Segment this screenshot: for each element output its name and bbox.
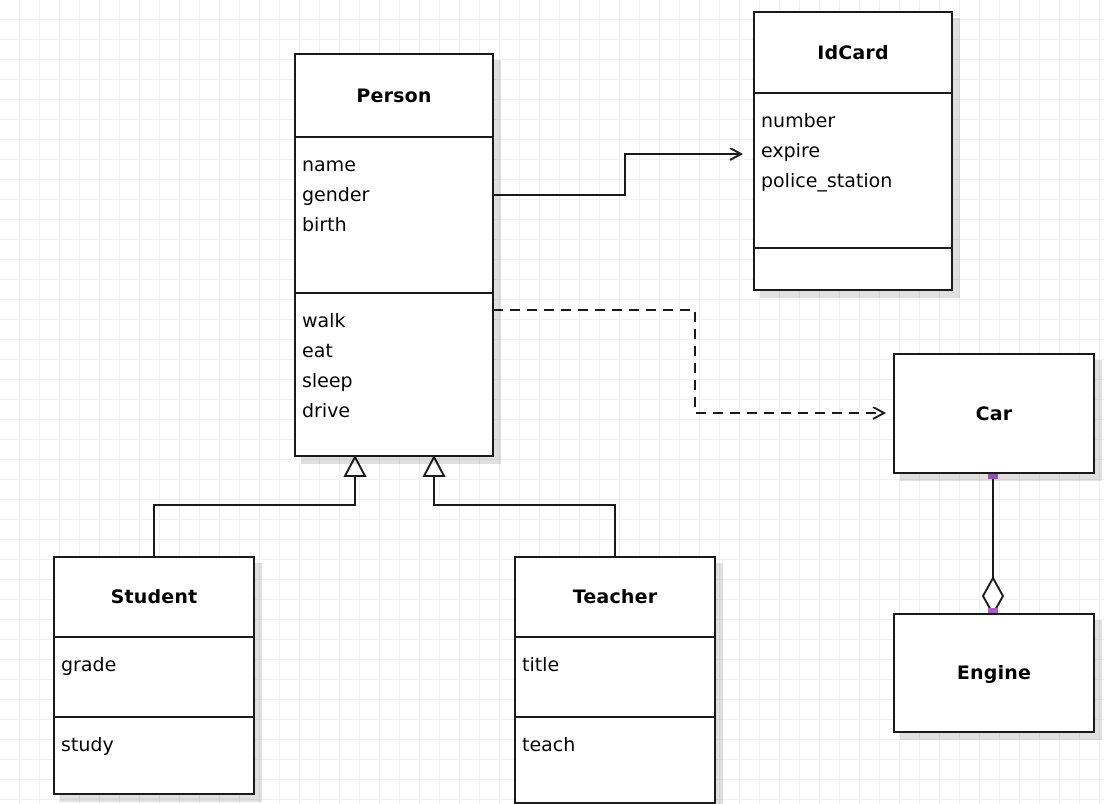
operation-item: teach bbox=[522, 734, 576, 756]
class-operations-student: study bbox=[55, 716, 253, 797]
operation-item: drive bbox=[302, 400, 351, 422]
class-attributes-person: name gender birth bbox=[296, 136, 492, 292]
class-box-person[interactable]: Person name gender birth walk eat sleep … bbox=[294, 53, 494, 457]
attribute-item: number bbox=[761, 110, 836, 132]
operation-item: walk bbox=[302, 310, 346, 332]
attribute-item: title bbox=[522, 654, 560, 676]
class-operations-person: walk eat sleep drive bbox=[296, 292, 492, 455]
connector-handle-car[interactable] bbox=[988, 469, 998, 479]
class-box-idcard[interactable]: IdCard number expire police_station bbox=[753, 11, 953, 291]
operation-item: eat bbox=[302, 340, 333, 362]
edge-student-person[interactable] bbox=[153, 454, 367, 556]
edge-teacher-person[interactable] bbox=[422, 454, 616, 556]
class-title-car: Car bbox=[975, 402, 1013, 425]
class-title-student: Student bbox=[110, 586, 198, 608]
attribute-item: grade bbox=[61, 654, 117, 676]
class-title-idcard: IdCard bbox=[817, 41, 889, 64]
class-box-student[interactable]: Student grade study bbox=[53, 556, 255, 795]
operation-item: sleep bbox=[302, 370, 353, 392]
class-box-engine[interactable]: Engine bbox=[893, 613, 1095, 733]
attribute-item: gender bbox=[302, 184, 370, 206]
class-attributes-idcard: number expire police_station bbox=[755, 92, 951, 247]
class-attributes-student: grade bbox=[55, 636, 253, 716]
attribute-item: expire bbox=[761, 140, 821, 162]
attribute-item: birth bbox=[302, 214, 347, 236]
class-title-teacher: Teacher bbox=[572, 586, 658, 608]
class-operations-idcard bbox=[755, 247, 951, 289]
edge-car-engine[interactable] bbox=[981, 474, 1005, 617]
edge-person-car[interactable] bbox=[493, 309, 884, 413]
edge-person-idcard[interactable] bbox=[493, 154, 741, 196]
class-box-car[interactable]: Car bbox=[893, 353, 1095, 474]
operation-item: study bbox=[61, 734, 114, 756]
class-box-teacher[interactable]: Teacher title teach bbox=[514, 556, 716, 804]
class-title-person: Person bbox=[356, 84, 432, 107]
class-attributes-teacher: title bbox=[516, 636, 714, 716]
class-operations-teacher: teach bbox=[516, 716, 714, 804]
attribute-item: name bbox=[302, 154, 356, 176]
attribute-item: police_station bbox=[761, 170, 893, 192]
class-title-engine: Engine bbox=[956, 662, 1032, 684]
